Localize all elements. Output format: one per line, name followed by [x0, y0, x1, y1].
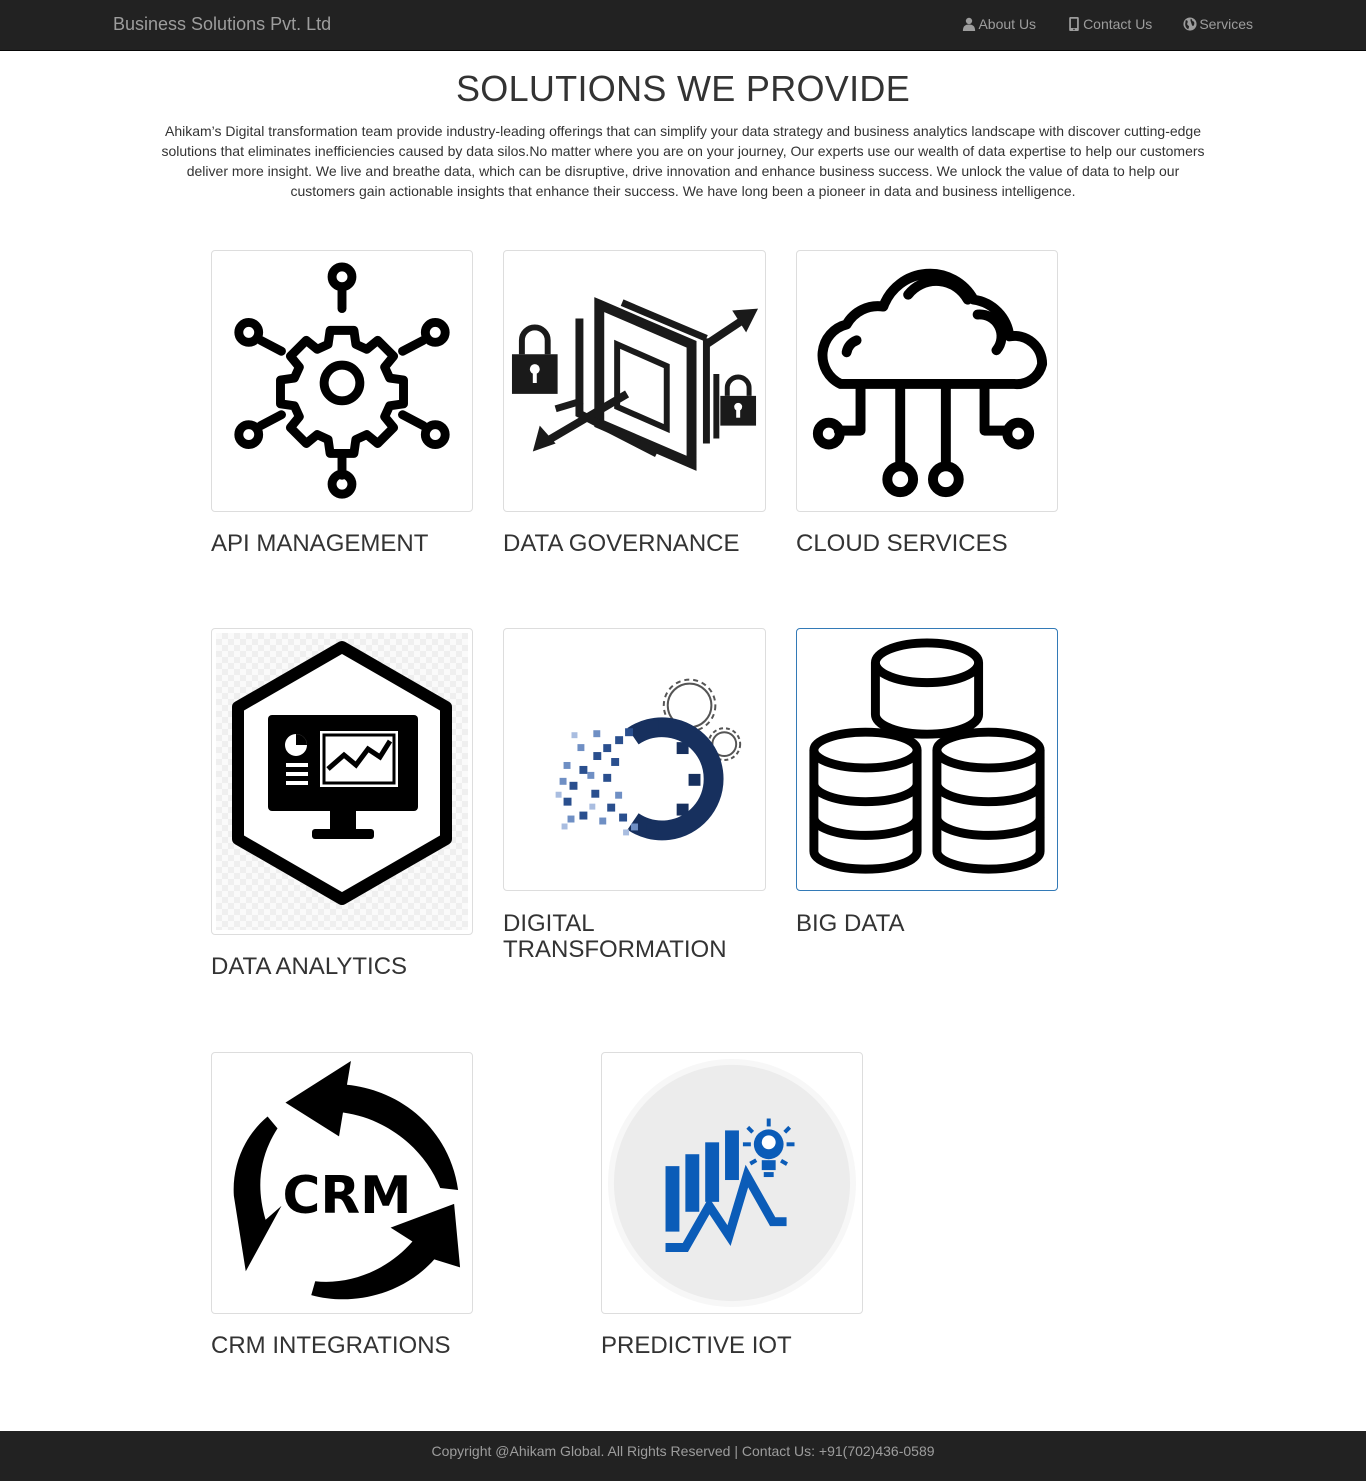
- nav-services[interactable]: Services: [1183, 16, 1253, 32]
- database-stack-icon: [809, 638, 1045, 874]
- data-governance-icon: [511, 297, 759, 471]
- solution-title: DATA GOVERNANCE: [503, 530, 740, 557]
- page-title: SOLUTIONS WE PROVIDE: [455, 68, 911, 109]
- nav-services-label: Services: [1199, 16, 1253, 32]
- solution-title: CRM INTEGRATIONS: [211, 1332, 451, 1359]
- analytics-monitor-icon: [232, 641, 452, 905]
- solution-thumbnail[interactable]: [211, 250, 473, 512]
- user-icon: [963, 17, 976, 31]
- solution-thumbnail[interactable]: [211, 628, 473, 935]
- cloud-network-icon: [812, 268, 1048, 498]
- nav-menu: About Us Contact Us Services: [962, 16, 1253, 32]
- solution-thumbnail[interactable]: [601, 1052, 863, 1314]
- nav-contact-us-label: Contact Us: [1083, 16, 1153, 32]
- predictive-chart-icon: [607, 1058, 857, 1308]
- solution-thumbnail[interactable]: [796, 628, 1058, 891]
- globe-icon: [1183, 17, 1197, 31]
- nav-about-us[interactable]: About Us: [962, 16, 1036, 32]
- intro-paragraph: Ahikam’s Digital transformation team pro…: [161, 123, 1205, 199]
- solution-thumbnail[interactable]: [503, 628, 766, 891]
- crm-cycle-icon: CRM: [233, 1060, 461, 1300]
- transparent-background: [216, 633, 468, 930]
- solution-title: PREDICTIVE IOT: [601, 1332, 792, 1359]
- solution-title: BIG DATA: [796, 910, 905, 937]
- solution-title: DIGITAL TRANSFORMATION: [503, 910, 727, 963]
- solution-thumbnail[interactable]: CRM: [211, 1052, 473, 1314]
- solution-title: DATA ANALYTICS: [211, 953, 408, 980]
- phone-icon: [1069, 17, 1079, 31]
- solution-title: API MANAGEMENT: [211, 530, 429, 557]
- api-gear-icon: [234, 262, 450, 499]
- solution-title: CLOUD SERVICES: [796, 530, 1008, 557]
- brand-link[interactable]: Business Solutions Pvt. Ltd: [113, 14, 332, 34]
- solution-thumbnail[interactable]: [503, 250, 766, 512]
- page-footer: Copyright @Ahikam Global. All Rights Res…: [0, 1431, 1366, 1481]
- solution-thumbnail[interactable]: [796, 250, 1058, 512]
- digital-gears-icon: [555, 678, 742, 841]
- nav-about-us-label: About Us: [978, 16, 1037, 32]
- crm-icon-text: CRM: [283, 1166, 412, 1226]
- nav-contact-us[interactable]: Contact Us: [1067, 16, 1152, 32]
- top-navbar: Business Solutions Pvt. Ltd About Us Con…: [0, 0, 1366, 51]
- footer-copyright: Copyright @Ahikam Global. All Rights Res…: [431, 1443, 935, 1459]
